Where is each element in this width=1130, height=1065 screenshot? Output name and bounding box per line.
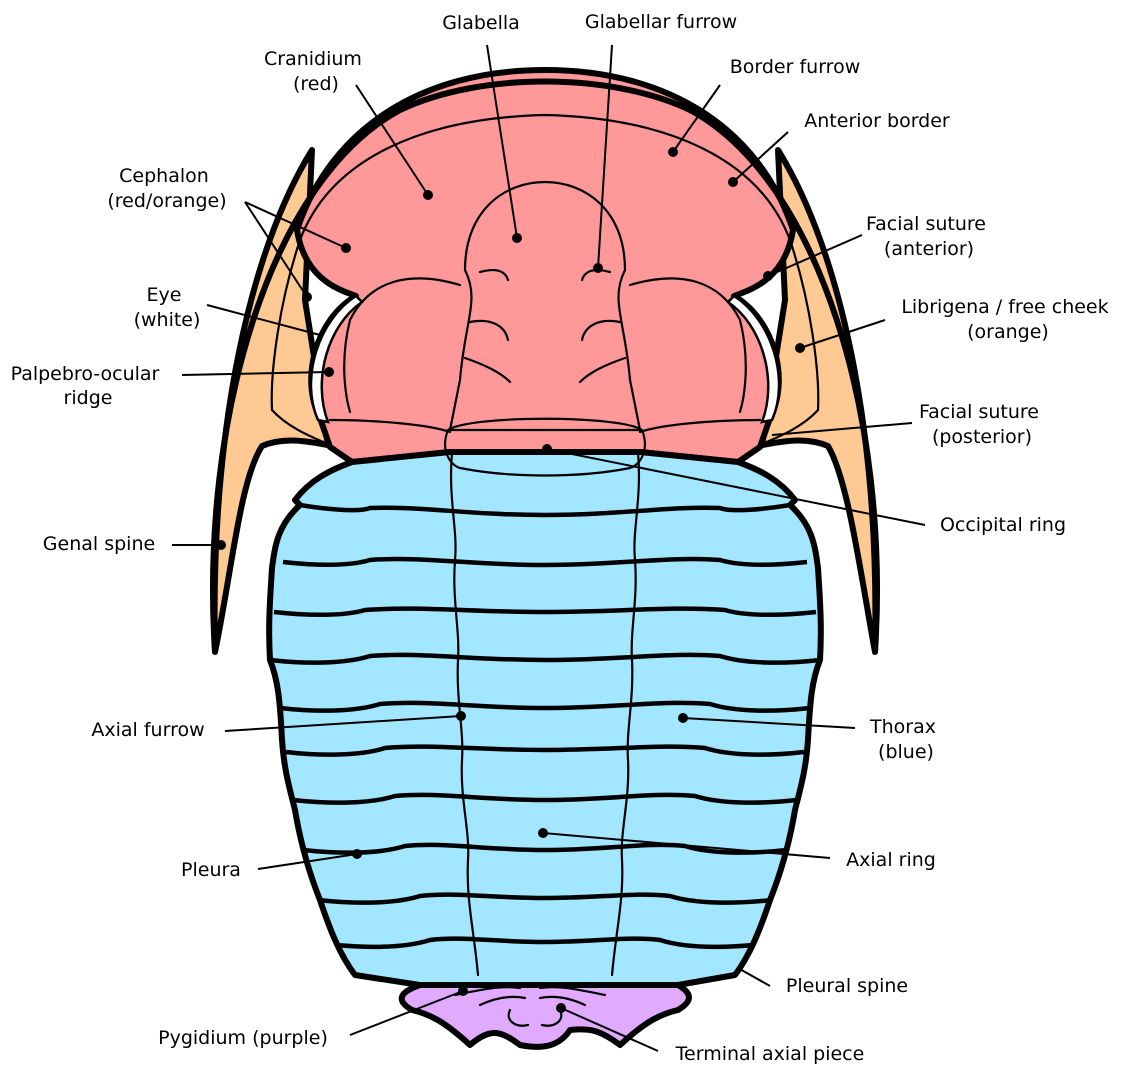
label-cranidium: Cranidium (red) [264, 48, 368, 95]
label-glabella: Glabella [442, 12, 520, 34]
label-terminal-axial-piece: Terminal axial piece [675, 1043, 865, 1065]
label-axial-ring: Axial ring [846, 849, 936, 871]
label-anterior-border: Anterior border [804, 110, 950, 132]
label-pleura: Pleura [181, 859, 241, 881]
thorax [269, 452, 821, 985]
pygidium [402, 985, 689, 1047]
label-axial-furrow: Axial furrow [91, 719, 204, 741]
label-glabellar-furrow: Glabellar furrow [585, 11, 737, 33]
label-pygidium: Pygidium (purple) [158, 1027, 328, 1049]
label-librigena: Librigena / free cheek (orange) [901, 296, 1114, 343]
label-occipital-ring: Occipital ring [940, 514, 1066, 536]
label-facial-suture-posterior: Facial suture (posterior) [919, 401, 1045, 448]
label-eye: Eye (white) [134, 284, 201, 331]
label-thorax: Thorax (blue) [869, 716, 942, 763]
label-facial-suture-anterior: Facial suture (anterior) [866, 213, 992, 260]
label-pleural-spine: Pleural spine [786, 975, 908, 997]
label-genal-spine: Genal spine [43, 533, 155, 555]
label-palpebro-ocular-ridge: Palpebro-ocular ridge [11, 363, 166, 409]
label-cephalon: Cephalon (red/orange) [107, 165, 226, 212]
label-border-furrow: Border furrow [730, 56, 861, 78]
